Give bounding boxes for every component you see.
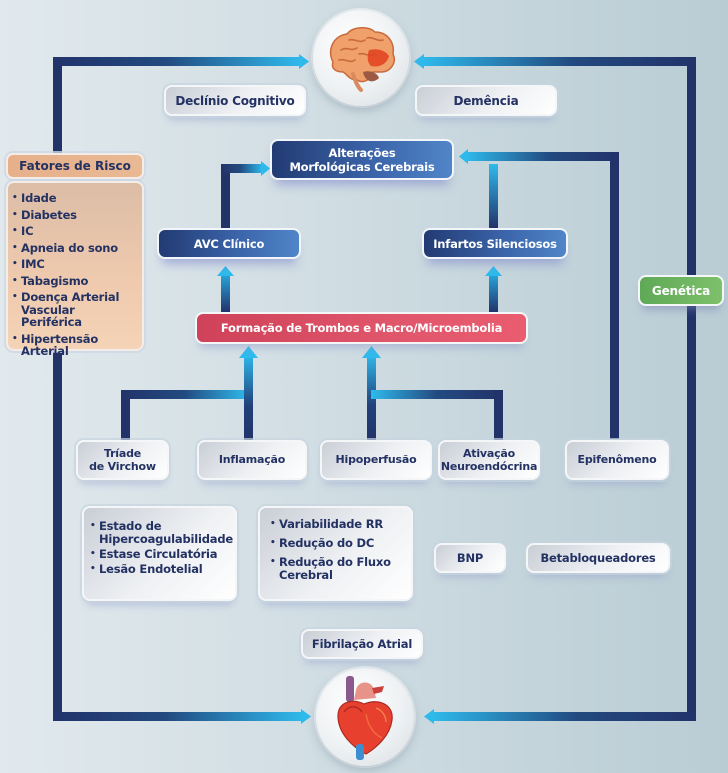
virchow-detail-item: Lesão Endotelial <box>90 563 229 577</box>
neuroendocrine-line-1: Ativação <box>462 447 516 460</box>
inflammation-box: Inflamação <box>197 440 307 480</box>
virchow-line-2: de Virchow <box>89 460 156 473</box>
silent-infarcts-box: Infartos Silenciosos <box>422 228 568 259</box>
inflammation-label: Inflamação <box>218 453 286 466</box>
clinical-stroke-label: AVC Clínico <box>193 236 265 251</box>
neuroendocrine-line-2: Neuroendócrina <box>440 460 538 473</box>
virchow-detail-item: Estase Circulatória <box>90 548 229 562</box>
neuroendocrine-activation-box: Ativação Neuroendócrina <box>438 440 540 480</box>
thrombus-formation-box: Formação de Trombos e Macro/Microembolia <box>195 312 528 344</box>
connector-silent-to-morphological <box>459 149 619 439</box>
risk-item: Idade <box>12 192 138 205</box>
hypoperfusion-detail-item: Redução do Fluxo Cerebral <box>270 556 405 582</box>
heart-icon <box>337 676 393 760</box>
cognitive-decline-box: Declínio Cognitivo <box>164 85 306 116</box>
bnp-label: BNP <box>456 551 484 565</box>
connector-risk-to-brain <box>53 54 309 154</box>
hypoperfusion-label: Hipoperfusão <box>335 453 417 466</box>
brain-icon <box>329 27 395 92</box>
risk-factors-header: Fatores de Risco <box>6 153 144 179</box>
risk-factors-list: Idade Diabetes IC Apneia do sono IMC Tab… <box>6 181 144 357</box>
heart-circle <box>316 668 414 766</box>
beta-blockers-label: Betabloqueadores <box>540 551 656 565</box>
virchow-detail-item: Estado de Hipercoagulabilidade <box>90 520 233 546</box>
hypoperfusion-box: Hipoperfusão <box>320 440 432 480</box>
risk-item: Doença Arterial Vascular Periférica <box>12 291 138 329</box>
atrial-fibrillation-box: Fibrilação Atrial <box>301 629 423 659</box>
virchow-triad-box: Tríade de Virchow <box>76 440 169 480</box>
dementia-box: Demência <box>415 85 557 116</box>
clinical-stroke-box: AVC Clínico <box>157 228 301 259</box>
silent-infarcts-label: Infartos Silenciosos <box>433 236 557 251</box>
risk-item: Diabetes <box>12 208 138 222</box>
cognitive-decline-label: Declínio Cognitivo <box>175 93 295 108</box>
dementia-label: Demência <box>453 93 519 108</box>
risk-item: IMC <box>12 258 138 271</box>
hypoperfusion-detail-item: Variabilidade RR <box>270 518 405 532</box>
morphological-line-2: Morfológicas Cerebrais <box>289 159 435 174</box>
connector-virchow-inflammation-to-thrombus <box>121 346 258 440</box>
beta-blockers-box: Betabloqueadores <box>526 543 670 573</box>
virchow-details-box: Estado de Hipercoagulabilidade Estase Ci… <box>82 506 237 601</box>
bnp-box: BNP <box>434 543 506 573</box>
risk-item: Apneia do sono <box>12 241 138 255</box>
epiphenomenon-label: Epifenômeno <box>577 453 657 466</box>
genetics-box: Genética <box>638 275 724 306</box>
risk-item: IC <box>12 225 138 238</box>
connector-genetics-to-heart <box>424 306 696 724</box>
brain-circle <box>313 10 409 106</box>
virchow-line-1: Tríade <box>103 447 142 460</box>
connector-stroke-to-morphological <box>221 161 270 228</box>
hypoperfusion-detail-item: Redução do DC <box>270 537 405 551</box>
connector-thrombus-to-stroke <box>217 266 234 312</box>
connector-hypoperfusion-neuroendocrine-to-thrombus <box>362 346 503 440</box>
thrombus-formation-label: Formação de Trombos e Macro/Microembolia <box>220 321 503 335</box>
risk-item: Hipertensão Arterial <box>12 332 138 358</box>
connector-risk-to-heart <box>53 352 311 724</box>
morphological-changes-box: Alterações Morfológicas Cerebrais <box>270 139 454 180</box>
epiphenomenon-box: Epifenômeno <box>565 440 669 480</box>
morphological-line-1: Alterações <box>328 145 396 160</box>
connector-genetics-to-brain <box>414 54 696 277</box>
risk-item: Tabagismo <box>12 274 138 288</box>
atrial-fibrillation-label: Fibrilação Atrial <box>311 637 413 651</box>
hypoperfusion-details-box: Variabilidade RR Redução do DC Redução d… <box>258 506 413 601</box>
risk-factors-title: Fatores de Risco <box>19 159 131 173</box>
connector-thrombus-to-silent <box>485 266 502 312</box>
genetics-label: Genética <box>651 283 711 298</box>
